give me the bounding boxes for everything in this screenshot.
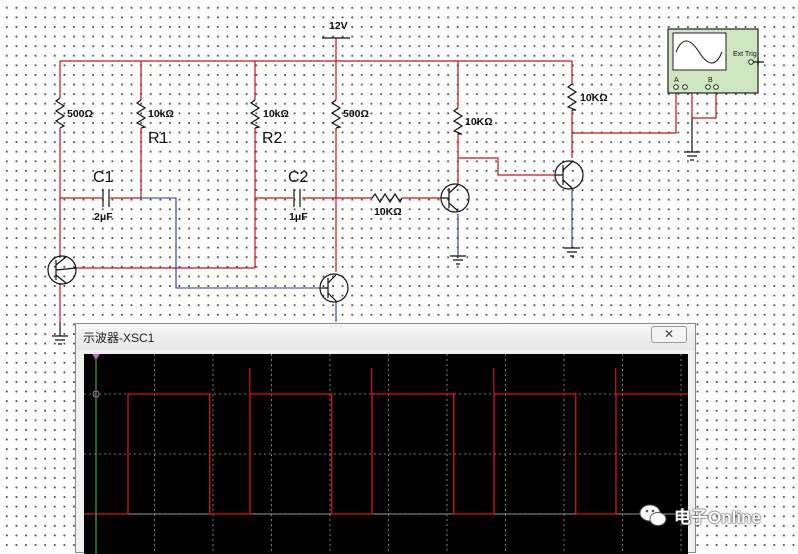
channel-b-label: B (708, 77, 713, 84)
resistor-stage2-collector[interactable] (452, 107, 464, 135)
ground-symbol (52, 118, 700, 345)
resistor-stage3-collector[interactable] (566, 83, 578, 111)
close-button[interactable]: ✕ (651, 326, 687, 343)
close-icon: ✕ (663, 327, 675, 341)
resistor-base-series-label: 10KΩ (374, 206, 402, 218)
waveform-trace (84, 393, 688, 515)
capacitor-c2-ref: C2 (288, 169, 309, 186)
resistor-base-series[interactable] (371, 192, 403, 204)
transistor-left[interactable] (47, 255, 77, 285)
channel-a-label: A (674, 77, 679, 84)
channel-marker-icon (92, 390, 100, 398)
resistor-r1-ref: R1 (148, 130, 169, 147)
scope-grid (84, 354, 688, 554)
cursor-marker-icon[interactable] (92, 354, 100, 360)
watermark-text: 电子Online (674, 507, 761, 527)
resistor-r1-value: 10kΩ (148, 108, 174, 120)
capacitor-c2-value: 1μF (289, 211, 308, 223)
capacitor-c1-ref: C1 (93, 169, 114, 186)
oscilloscope-screen[interactable] (84, 354, 688, 554)
resistor-right-collector[interactable] (330, 99, 342, 129)
supply-label: 12V (329, 20, 348, 32)
resistor-stage3-collector-label: 10KΩ (580, 92, 608, 104)
transistor-right[interactable] (319, 273, 349, 303)
resistor-r2-ref: R2 (262, 130, 283, 147)
oscilloscope-window[interactable]: 示波器-XSC1 ✕ (75, 323, 696, 554)
capacitor-c2[interactable] (293, 189, 301, 207)
capacitor-c1[interactable] (102, 189, 110, 207)
ext-trig-label: Ext Trig (733, 51, 757, 58)
resistor-right-collector-label: 500Ω (343, 108, 369, 120)
transistor-stage2[interactable] (440, 183, 470, 213)
transistor-stage3[interactable] (554, 160, 584, 190)
wechat-icon (639, 504, 667, 526)
oscilloscope-titlebar[interactable]: 示波器-XSC1 ✕ (76, 324, 695, 350)
cross-coupling-wire[interactable] (141, 197, 322, 289)
resistor-stage2-collector-label: 10KΩ (465, 116, 493, 128)
resistor-r2[interactable] (249, 99, 261, 129)
resistor-r2-value: 10kΩ (263, 108, 289, 120)
oscilloscope-window-title: 示波器-XSC1 (83, 331, 155, 345)
resistor-left-collector[interactable] (54, 97, 66, 129)
oscilloscope-trace-area (84, 354, 688, 554)
resistor-left-collector-label: 500Ω (67, 108, 93, 120)
resistor-r1[interactable] (135, 99, 147, 129)
vcc-rail[interactable] (60, 38, 572, 62)
capacitor-c1-value: 2μF (94, 211, 113, 223)
watermark: 电子Online (638, 500, 761, 530)
oscilloscope-instrument-icon[interactable]: Ext Trig A B (667, 28, 764, 94)
